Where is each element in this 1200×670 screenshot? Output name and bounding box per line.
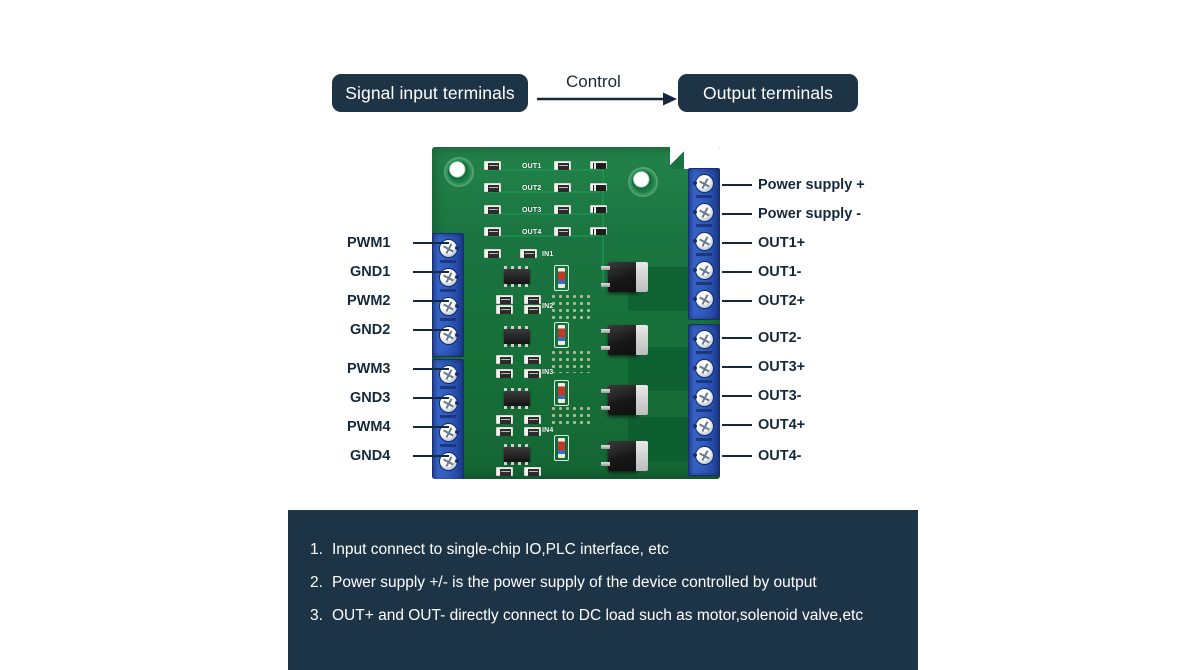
pcb-substrate: OUT1 OUT2 OUT3 OUT4 IN1 IN2 IN3 IN4 xyxy=(432,147,720,479)
terminal-screw[interactable] xyxy=(695,359,714,378)
silkscreen-in3: IN3 xyxy=(542,369,554,376)
leader-line xyxy=(722,184,752,186)
leader-line xyxy=(722,366,752,368)
note-text: Input connect to single-chip IO,PLC inte… xyxy=(332,541,669,558)
callout-label-power-supply-plus: Power supply + xyxy=(758,177,865,193)
output-terminal-block-upper[interactable] xyxy=(688,168,720,320)
optocoupler-ic xyxy=(504,326,530,347)
via-grid xyxy=(550,293,594,319)
terminal-screw[interactable] xyxy=(695,232,714,251)
silkscreen-out1: OUT1 xyxy=(522,163,542,170)
input-terminal-block-upper[interactable] xyxy=(432,233,464,357)
optocoupler-ic xyxy=(504,388,530,409)
zener-diode xyxy=(558,268,565,288)
signal-input-terminals-box: Signal input terminals xyxy=(332,74,528,112)
pcb-trace xyxy=(488,213,600,215)
callout-label-pwm4: PWM4 xyxy=(347,419,391,435)
optocoupler-ic xyxy=(504,444,530,465)
leader-line xyxy=(413,426,449,428)
callout-label-out2-minus: OUT2- xyxy=(758,330,802,346)
leader-line xyxy=(722,455,752,457)
callout-label-out4-minus: OUT4- xyxy=(758,448,802,464)
notes-panel: 1. Input connect to single-chip IO,PLC i… xyxy=(288,510,918,670)
callout-label-gnd4: GND4 xyxy=(350,448,391,464)
callout-label-gnd2: GND2 xyxy=(350,322,391,338)
mounting-hole xyxy=(630,169,656,195)
callout-label-out3-minus: OUT3- xyxy=(758,388,802,404)
terminal-screw[interactable] xyxy=(695,203,714,222)
pcb-corner-notch xyxy=(670,147,720,169)
silkscreen-in1: IN1 xyxy=(542,251,554,258)
optocoupler-ic xyxy=(504,266,530,287)
input-terminal-block-lower[interactable] xyxy=(432,359,464,479)
terminal-screw[interactable] xyxy=(695,330,714,349)
callout-label-out2-plus: OUT2+ xyxy=(758,293,806,309)
callout-label-out3-plus: OUT3+ xyxy=(758,359,806,375)
terminal-screw[interactable] xyxy=(695,388,714,407)
terminal-screw[interactable] xyxy=(695,290,714,309)
callout-label-gnd3: GND3 xyxy=(350,390,391,406)
terminal-screw[interactable] xyxy=(695,261,714,280)
note-item: 3. OUT+ and OUT- directly connect to DC … xyxy=(310,607,863,625)
mounting-hole xyxy=(446,159,472,185)
zener-diode xyxy=(558,325,565,345)
note-text: OUT+ and OUT- directly connect to DC loa… xyxy=(332,607,864,624)
mosfet xyxy=(601,441,648,471)
callout-label-gnd1: GND1 xyxy=(350,264,391,280)
leader-line xyxy=(722,213,752,215)
leader-line xyxy=(722,424,752,426)
control-arrow-icon xyxy=(537,92,677,106)
pcb-trace xyxy=(488,235,600,237)
terminal-screw[interactable] xyxy=(695,417,714,436)
leader-line xyxy=(413,329,449,331)
via-grid xyxy=(550,349,594,373)
leader-line xyxy=(722,271,752,273)
zener-diode xyxy=(558,383,565,403)
callout-label-out4-plus: OUT4+ xyxy=(758,417,806,433)
mosfet xyxy=(601,262,648,292)
via-grid xyxy=(550,405,594,427)
leader-line xyxy=(413,242,449,244)
leader-line xyxy=(722,395,752,397)
callout-label-pwm2: PWM2 xyxy=(347,293,391,309)
output-terminals-box: Output terminals xyxy=(678,74,858,112)
leader-line xyxy=(413,271,449,273)
callout-label-pwm3: PWM3 xyxy=(347,361,391,377)
leader-line xyxy=(413,300,449,302)
note-text: Power supply +/- is the power supply of … xyxy=(332,574,817,591)
pcb-board: OUT1 OUT2 OUT3 OUT4 IN1 IN2 IN3 IN4 xyxy=(432,147,720,479)
leader-line xyxy=(413,455,449,457)
mosfet xyxy=(601,385,648,415)
terminal-screw[interactable] xyxy=(695,446,714,465)
signal-input-terminals-label: Signal input terminals xyxy=(345,82,515,103)
note-item: 2. Power supply +/- is the power supply … xyxy=(310,574,817,592)
output-terminal-block-lower[interactable] xyxy=(688,324,720,476)
mosfet xyxy=(601,325,648,355)
callout-label-power-supply-minus: Power supply - xyxy=(758,206,862,222)
leader-line xyxy=(722,300,752,302)
pcb-trace xyxy=(488,191,600,193)
silkscreen-in2: IN2 xyxy=(542,303,554,310)
callout-label-pwm1: PWM1 xyxy=(347,235,391,251)
note-item: 1. Input connect to single-chip IO,PLC i… xyxy=(310,541,669,559)
note-number: 3. xyxy=(310,607,323,624)
output-terminals-label: Output terminals xyxy=(703,82,833,103)
control-label: Control xyxy=(566,72,621,91)
silkscreen-in4: IN4 xyxy=(542,427,554,434)
callout-label-out1-minus: OUT1- xyxy=(758,264,802,280)
note-number: 1. xyxy=(310,541,323,558)
zener-diode xyxy=(558,438,565,458)
pcb-trace xyxy=(488,169,600,171)
leader-line xyxy=(413,368,449,370)
terminal-screw[interactable] xyxy=(695,174,714,193)
leader-line xyxy=(722,337,752,339)
silkscreen-out3: OUT3 xyxy=(522,207,542,214)
callout-label-out1-plus: OUT1+ xyxy=(758,235,806,251)
leader-line xyxy=(413,397,449,399)
leader-line xyxy=(722,242,752,244)
silkscreen-out2: OUT2 xyxy=(522,185,542,192)
silkscreen-out4: OUT4 xyxy=(522,229,542,236)
note-number: 2. xyxy=(310,574,323,591)
